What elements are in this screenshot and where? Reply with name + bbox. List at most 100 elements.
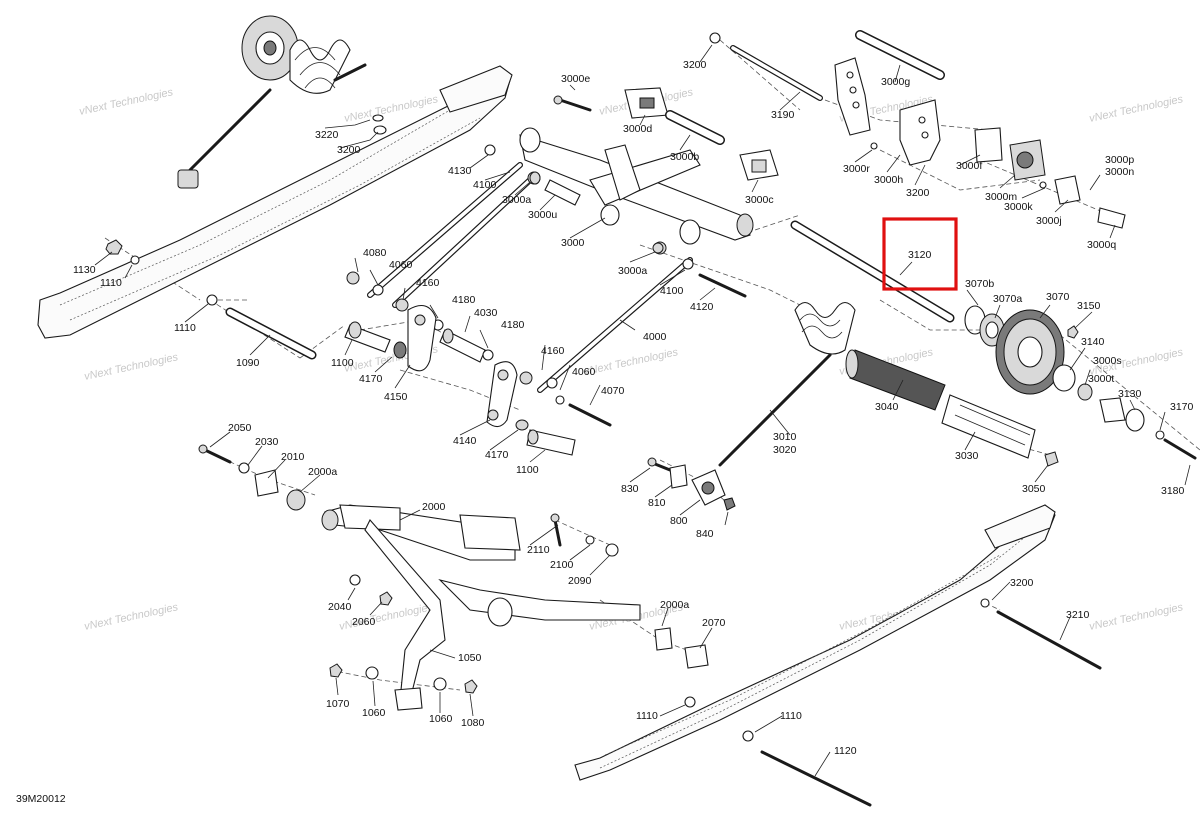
callout-2070[interactable]: 2070 — [702, 617, 726, 629]
callout-4160[interactable]: 4160 — [416, 277, 440, 289]
callout-4000[interactable]: 4000 — [643, 331, 667, 343]
callout-3200[interactable]: 3200 — [1010, 577, 1034, 589]
callout-3000a[interactable]: 3000a — [618, 265, 647, 277]
callout-3000f[interactable]: 3000f — [956, 160, 982, 172]
callout-3000n[interactable]: 3000n — [1105, 166, 1134, 178]
callout-3210[interactable]: 3210 — [1066, 609, 1090, 621]
callout-3000a[interactable]: 3000a — [502, 194, 531, 206]
callout-3000u[interactable]: 3000u — [528, 209, 557, 221]
callout-1080[interactable]: 1080 — [461, 717, 485, 729]
callout-2000a[interactable]: 2000a — [660, 599, 689, 611]
callout-3000d[interactable]: 3000d — [623, 123, 652, 135]
callout-810[interactable]: 810 — [648, 497, 666, 509]
callout-4150[interactable]: 4150 — [384, 391, 408, 403]
callout-2090[interactable]: 2090 — [568, 575, 592, 587]
callout-3000c[interactable]: 3000c — [745, 194, 774, 206]
left-fasteners — [105, 114, 387, 306]
callout-4180[interactable]: 4180 — [501, 319, 525, 331]
callout-3000r[interactable]: 3000r — [843, 163, 870, 175]
callout-3140[interactable]: 3140 — [1081, 336, 1105, 348]
callout-2000[interactable]: 2000 — [422, 501, 446, 513]
callout-3150[interactable]: 3150 — [1077, 300, 1101, 312]
callout-2100[interactable]: 2100 — [550, 559, 574, 571]
callout-4080[interactable]: 4080 — [363, 247, 387, 259]
callout-3070[interactable]: 3070 — [1046, 291, 1070, 303]
callout-3000j[interactable]: 3000j — [1036, 215, 1062, 227]
callout-800[interactable]: 800 — [670, 515, 688, 527]
bracket-3000h — [834, 30, 945, 166]
callout-3200[interactable]: 3200 — [337, 144, 361, 156]
callout-3070b[interactable]: 3070b — [965, 278, 994, 290]
callout-2010[interactable]: 2010 — [281, 451, 305, 463]
callout-4030[interactable]: 4030 — [474, 307, 498, 319]
callout-2000a[interactable]: 2000a — [308, 466, 337, 478]
callout-3000e[interactable]: 3000e — [561, 73, 590, 85]
callout-1100[interactable]: 1100 — [331, 357, 354, 369]
callout-3070a[interactable]: 3070a — [993, 293, 1022, 305]
callout-840[interactable]: 840 — [696, 528, 714, 540]
callout-3180[interactable]: 3180 — [1161, 485, 1185, 497]
svg-text:vNext Technologies: vNext Technologies — [83, 351, 179, 383]
diagram-code: 39M20012 — [16, 793, 66, 805]
bearing-blocks — [974, 127, 1126, 229]
callout-3000s[interactable]: 3000s — [1093, 355, 1122, 367]
callout-3000q[interactable]: 3000q — [1087, 239, 1116, 251]
callout-3120[interactable]: 3120 — [908, 249, 932, 261]
callout-2040[interactable]: 2040 — [328, 601, 352, 613]
block-800 — [647, 457, 736, 511]
callout-1050[interactable]: 1050 — [458, 652, 482, 664]
callout-3170[interactable]: 3170 — [1170, 401, 1194, 413]
callout-3020[interactable]: 3020 — [773, 444, 797, 456]
callout-1110[interactable]: 1110 — [100, 277, 122, 289]
rod-3190 — [709, 32, 823, 101]
callout-4100[interactable]: 4100 — [660, 285, 684, 297]
callout-1120[interactable]: 1120 — [834, 745, 857, 757]
callout-3010[interactable]: 3010 — [773, 431, 797, 443]
callout-4140[interactable]: 4140 — [453, 435, 477, 447]
callout-2110[interactable]: 2110 — [527, 544, 550, 556]
callout-4120[interactable]: 4120 — [690, 301, 714, 313]
callout-4070[interactable]: 4070 — [601, 385, 625, 397]
callout-1060[interactable]: 1060 — [362, 707, 386, 719]
callout-3000t[interactable]: 3000t — [1088, 373, 1114, 385]
callout-1130[interactable]: 1130 — [73, 264, 96, 276]
callout-1110[interactable]: 1110 — [174, 322, 196, 334]
callout-3050[interactable]: 3050 — [1022, 483, 1046, 495]
callout-3000k[interactable]: 3000k — [1004, 201, 1033, 213]
callout-4160[interactable]: 4160 — [541, 345, 565, 357]
callout-3200[interactable]: 3200 — [683, 59, 707, 71]
right-slide-rail — [574, 504, 1102, 807]
callout-3200[interactable]: 3200 — [906, 187, 930, 199]
callout-2030[interactable]: 2030 — [255, 436, 279, 448]
callout-3220[interactable]: 3220 — [315, 129, 339, 141]
callout-1070[interactable]: 1070 — [326, 698, 350, 710]
callout-4180[interactable]: 4180 — [452, 294, 476, 306]
callout-1110[interactable]: 1110 — [780, 710, 802, 722]
callout-830[interactable]: 830 — [621, 483, 639, 495]
callout-3040[interactable]: 3040 — [875, 401, 899, 413]
callout-2050[interactable]: 2050 — [228, 422, 252, 434]
callout-3000[interactable]: 3000 — [561, 237, 585, 249]
callout-4130[interactable]: 4130 — [448, 165, 472, 177]
callout-3000h[interactable]: 3000h — [874, 174, 903, 186]
callout-4100[interactable]: 4100 — [473, 179, 497, 191]
callout-3000g[interactable]: 3000g — [881, 76, 910, 88]
svg-text:vNext Technologies: vNext Technologies — [1088, 93, 1184, 125]
callout-3000p[interactable]: 3000p — [1105, 154, 1134, 166]
callout-1100[interactable]: 1100 — [516, 464, 539, 476]
callout-3130[interactable]: 3130 — [1118, 388, 1142, 400]
callout-4060[interactable]: 4060 — [389, 259, 413, 271]
highlight-box-3120 — [882, 217, 958, 291]
callout-1090[interactable]: 1090 — [236, 357, 260, 369]
callout-4060[interactable]: 4060 — [572, 366, 596, 378]
callout-4170[interactable]: 4170 — [485, 449, 509, 461]
callout-3030[interactable]: 3030 — [955, 450, 979, 462]
callout-3190[interactable]: 3190 — [771, 109, 795, 121]
callout-4170[interactable]: 4170 — [359, 373, 383, 385]
callout-3000b[interactable]: 3000b — [670, 151, 699, 163]
callout-1060[interactable]: 1060 — [429, 713, 453, 725]
callout-3000m[interactable]: 3000m — [985, 191, 1017, 203]
callout-1110[interactable]: 1110 — [636, 710, 658, 722]
callout-2060[interactable]: 2060 — [352, 616, 376, 628]
